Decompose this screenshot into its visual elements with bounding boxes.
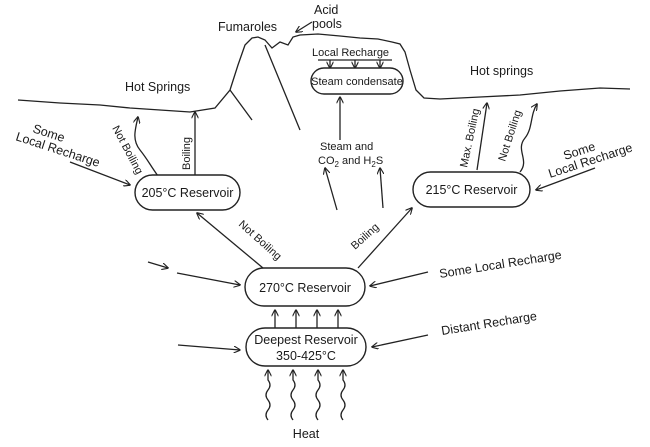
reservoir-205-box: [134, 174, 241, 211]
boiling-left-label: Boiling: [181, 137, 193, 170]
left-recharge-270-b: [176, 272, 240, 285]
hot-springs-right-label: Hot springs: [470, 64, 533, 78]
reservoir-215-label: 215°C Reservoir: [426, 183, 518, 197]
reservoir-215-box: [412, 171, 531, 208]
steam-co2-arrow: [325, 168, 338, 211]
max-boiling-arrow: [476, 103, 487, 171]
acid-pools-label-line2: pools: [312, 17, 342, 31]
heat-arrow-1: [266, 370, 270, 421]
right-not-boiling-arrow: [519, 104, 537, 173]
left-recharge-270-a: [147, 261, 168, 268]
heat-label: Heat: [293, 427, 320, 441]
hot-springs-left-label: Hot Springs: [125, 80, 190, 94]
steam-condensate-box: [310, 67, 404, 95]
deepest-reservoir-label-line1: Deepest Reservoir: [254, 333, 358, 347]
acid-pools-label-line1: Acid: [314, 3, 338, 17]
steam-gas-label-line1: Steam and: [320, 141, 373, 153]
h2s-arrow: [380, 168, 383, 209]
not-boiling-center-label: Not Boiling: [236, 218, 284, 263]
boiling-to-215-arrow: [357, 208, 412, 269]
heat-arrow-2: [291, 370, 295, 421]
fumaroles-label: Fumaroles: [218, 20, 277, 34]
fumarole-left-fracture: [229, 89, 253, 121]
local-recharge-top-label: Local Recharge: [312, 47, 389, 59]
right-recharge-270-arrow: [370, 271, 429, 286]
steam-condensate-label: Steam condensate: [311, 76, 403, 88]
acid-pools-arrow: [296, 21, 313, 32]
right-distant-recharge-arrow: [372, 334, 429, 347]
not-boiling-right-label: Not Boiling: [496, 109, 524, 163]
ground-surface-line: [17, 33, 631, 113]
reservoir-270-label: 270°C Reservoir: [259, 281, 351, 295]
steam-gas-label-line2: CO2 and H2S: [318, 155, 383, 169]
heat-arrow-4: [341, 370, 345, 421]
reservoir-270-box: [244, 267, 366, 307]
deepest-reservoir-label-line2: 350-425°C: [276, 349, 336, 363]
reservoir-205-label: 205°C Reservoir: [142, 186, 234, 200]
right-local-recharge-arrow: [536, 167, 596, 190]
not-boiling-to-205-arrow: [197, 213, 264, 269]
fumarole-right-fracture: [264, 44, 301, 131]
left-distant-recharge-arrow: [177, 344, 240, 350]
heat-arrow-3: [316, 370, 320, 421]
some-local-recharge-mid-label: Some Local Recharge: [438, 248, 562, 281]
left-not-boiling-arrow: [135, 117, 159, 177]
deepest-reservoir-box: [245, 327, 367, 367]
distant-recharge-label: Distant Recharge: [440, 309, 538, 338]
left-local-recharge-arrow: [69, 161, 130, 185]
